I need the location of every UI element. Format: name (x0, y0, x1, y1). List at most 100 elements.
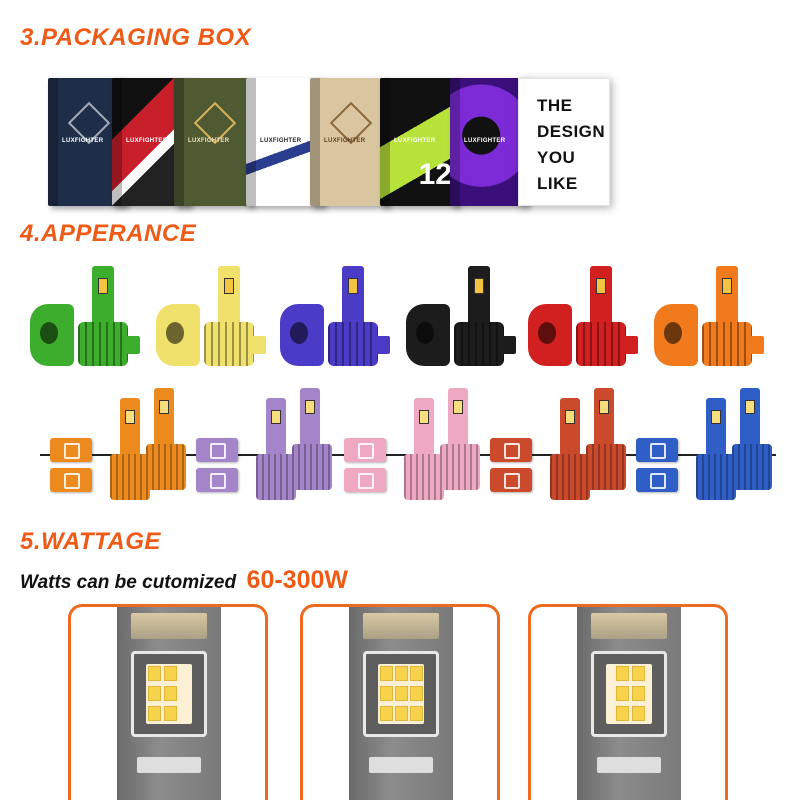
kit-driver (50, 468, 92, 492)
chip-panel (300, 604, 500, 800)
led-cell (616, 666, 629, 681)
led-cell (632, 706, 645, 721)
kit-driver (344, 438, 386, 462)
bulb-heatsink (702, 322, 752, 366)
bulb-heatsink (576, 322, 626, 366)
box-brand: LUXFIGHTER (126, 138, 168, 144)
kit-driver (344, 468, 386, 492)
packaging-boxes: LUXFIGHTER LUXFIGHTER LUXFIGHTER LUXFIGH… (40, 68, 620, 218)
chip-die (378, 664, 424, 724)
chip-base (137, 757, 201, 773)
led-cell (148, 666, 161, 681)
bulb-heatsink (204, 322, 254, 366)
kit-bulb-neck (560, 398, 580, 456)
bulb-stem (468, 266, 490, 328)
bulb-plug (624, 336, 638, 354)
kit-bulb-neck (266, 398, 286, 456)
kit-heatsink (732, 444, 772, 490)
chip-die (146, 664, 192, 724)
kit-heatsink (146, 444, 186, 490)
kit-driver (636, 438, 678, 462)
box-brand: LUXFIGHTER (260, 138, 302, 144)
kit-driver (196, 438, 238, 462)
chip-frame (131, 651, 207, 737)
led-cell (164, 666, 177, 681)
h11-bulb (654, 266, 764, 378)
bulb-stem (590, 266, 612, 328)
chip-frame (363, 651, 439, 737)
box-number: 12 (418, 158, 452, 191)
h11-bulb (156, 266, 266, 378)
chip-board (577, 607, 681, 800)
bulb-plug (502, 336, 516, 354)
bulb-fan (528, 304, 572, 366)
led-cell (164, 686, 177, 701)
led-cell (395, 686, 408, 701)
led-cell (395, 706, 408, 721)
h11-bulb (528, 266, 638, 378)
kit-bulb-neck (448, 388, 468, 446)
chip-panel (68, 604, 268, 800)
wattage-section-title: 5.WATTAGE (20, 528, 161, 555)
bulb-stem (716, 266, 738, 328)
led-cell (616, 686, 629, 701)
kit-driver (50, 438, 92, 462)
kit-heatsink (110, 454, 150, 500)
bulb-heatsink (454, 322, 504, 366)
kit-heatsink (586, 444, 626, 490)
kit-bulb-neck (154, 388, 174, 446)
bulb-stem (92, 266, 114, 328)
led-kit (480, 388, 636, 506)
bulb-fan (30, 304, 74, 366)
led-cell (148, 706, 161, 721)
chip-base (597, 757, 661, 773)
led-kit (40, 388, 196, 506)
chip-die (606, 664, 652, 724)
bulb-fan (406, 304, 450, 366)
kit-bulb-neck (706, 398, 726, 456)
kit-heatsink (550, 454, 590, 500)
h11-bulb (280, 266, 390, 378)
box-brand: LUXFIGHTER (394, 138, 436, 144)
bulb-plug (126, 336, 140, 354)
kit-bulb-neck (594, 388, 614, 446)
led-cell (380, 666, 393, 681)
led-cell (616, 706, 629, 721)
packaging-box: LUXFIGHTER (450, 78, 528, 206)
led-cell (410, 666, 423, 681)
packaging-box: LUXFIGHTER (310, 78, 388, 206)
led-cell (632, 686, 645, 701)
bulb-fan (156, 304, 200, 366)
kit-bulb-neck (120, 398, 140, 456)
kit-bulb-neck (414, 398, 434, 456)
bulb-fan (654, 304, 698, 366)
design-your-own-box: THE DESIGN YOU LIKE (518, 78, 610, 206)
bulb-heatsink (328, 322, 378, 366)
box-brand: LUXFIGHTER (188, 138, 230, 144)
chip-board (117, 607, 221, 800)
design-box-line: DESIGN (537, 122, 606, 141)
h11-bulb (30, 266, 140, 378)
led-kit (186, 388, 342, 506)
kit-driver (196, 468, 238, 492)
bulb-stem (218, 266, 240, 328)
bulb-stem (342, 266, 364, 328)
led-cell (632, 666, 645, 681)
packaging-box: LUXFIGHTER 12 (380, 78, 458, 206)
kit-heatsink (292, 444, 332, 490)
bulb-heatsink (78, 322, 128, 366)
packaging-section-title: 3.PACKAGING BOX (20, 24, 252, 51)
kit-heatsink (440, 444, 480, 490)
appearance-section-title: 4.APPERANCE (20, 220, 197, 247)
box-brand: LUXFIGHTER (62, 138, 104, 144)
box-brand: LUXFIGHTER (464, 138, 506, 144)
kit-driver (636, 468, 678, 492)
design-box-line: LIKE (537, 174, 578, 193)
led-cell (380, 686, 393, 701)
wattage-caption-line: Watts can be cutomized 60-300W (20, 566, 348, 596)
box-brand: LUXFIGHTER (324, 138, 366, 144)
led-kit (334, 388, 490, 506)
kit-heatsink (696, 454, 736, 500)
bulb-plug (750, 336, 764, 354)
